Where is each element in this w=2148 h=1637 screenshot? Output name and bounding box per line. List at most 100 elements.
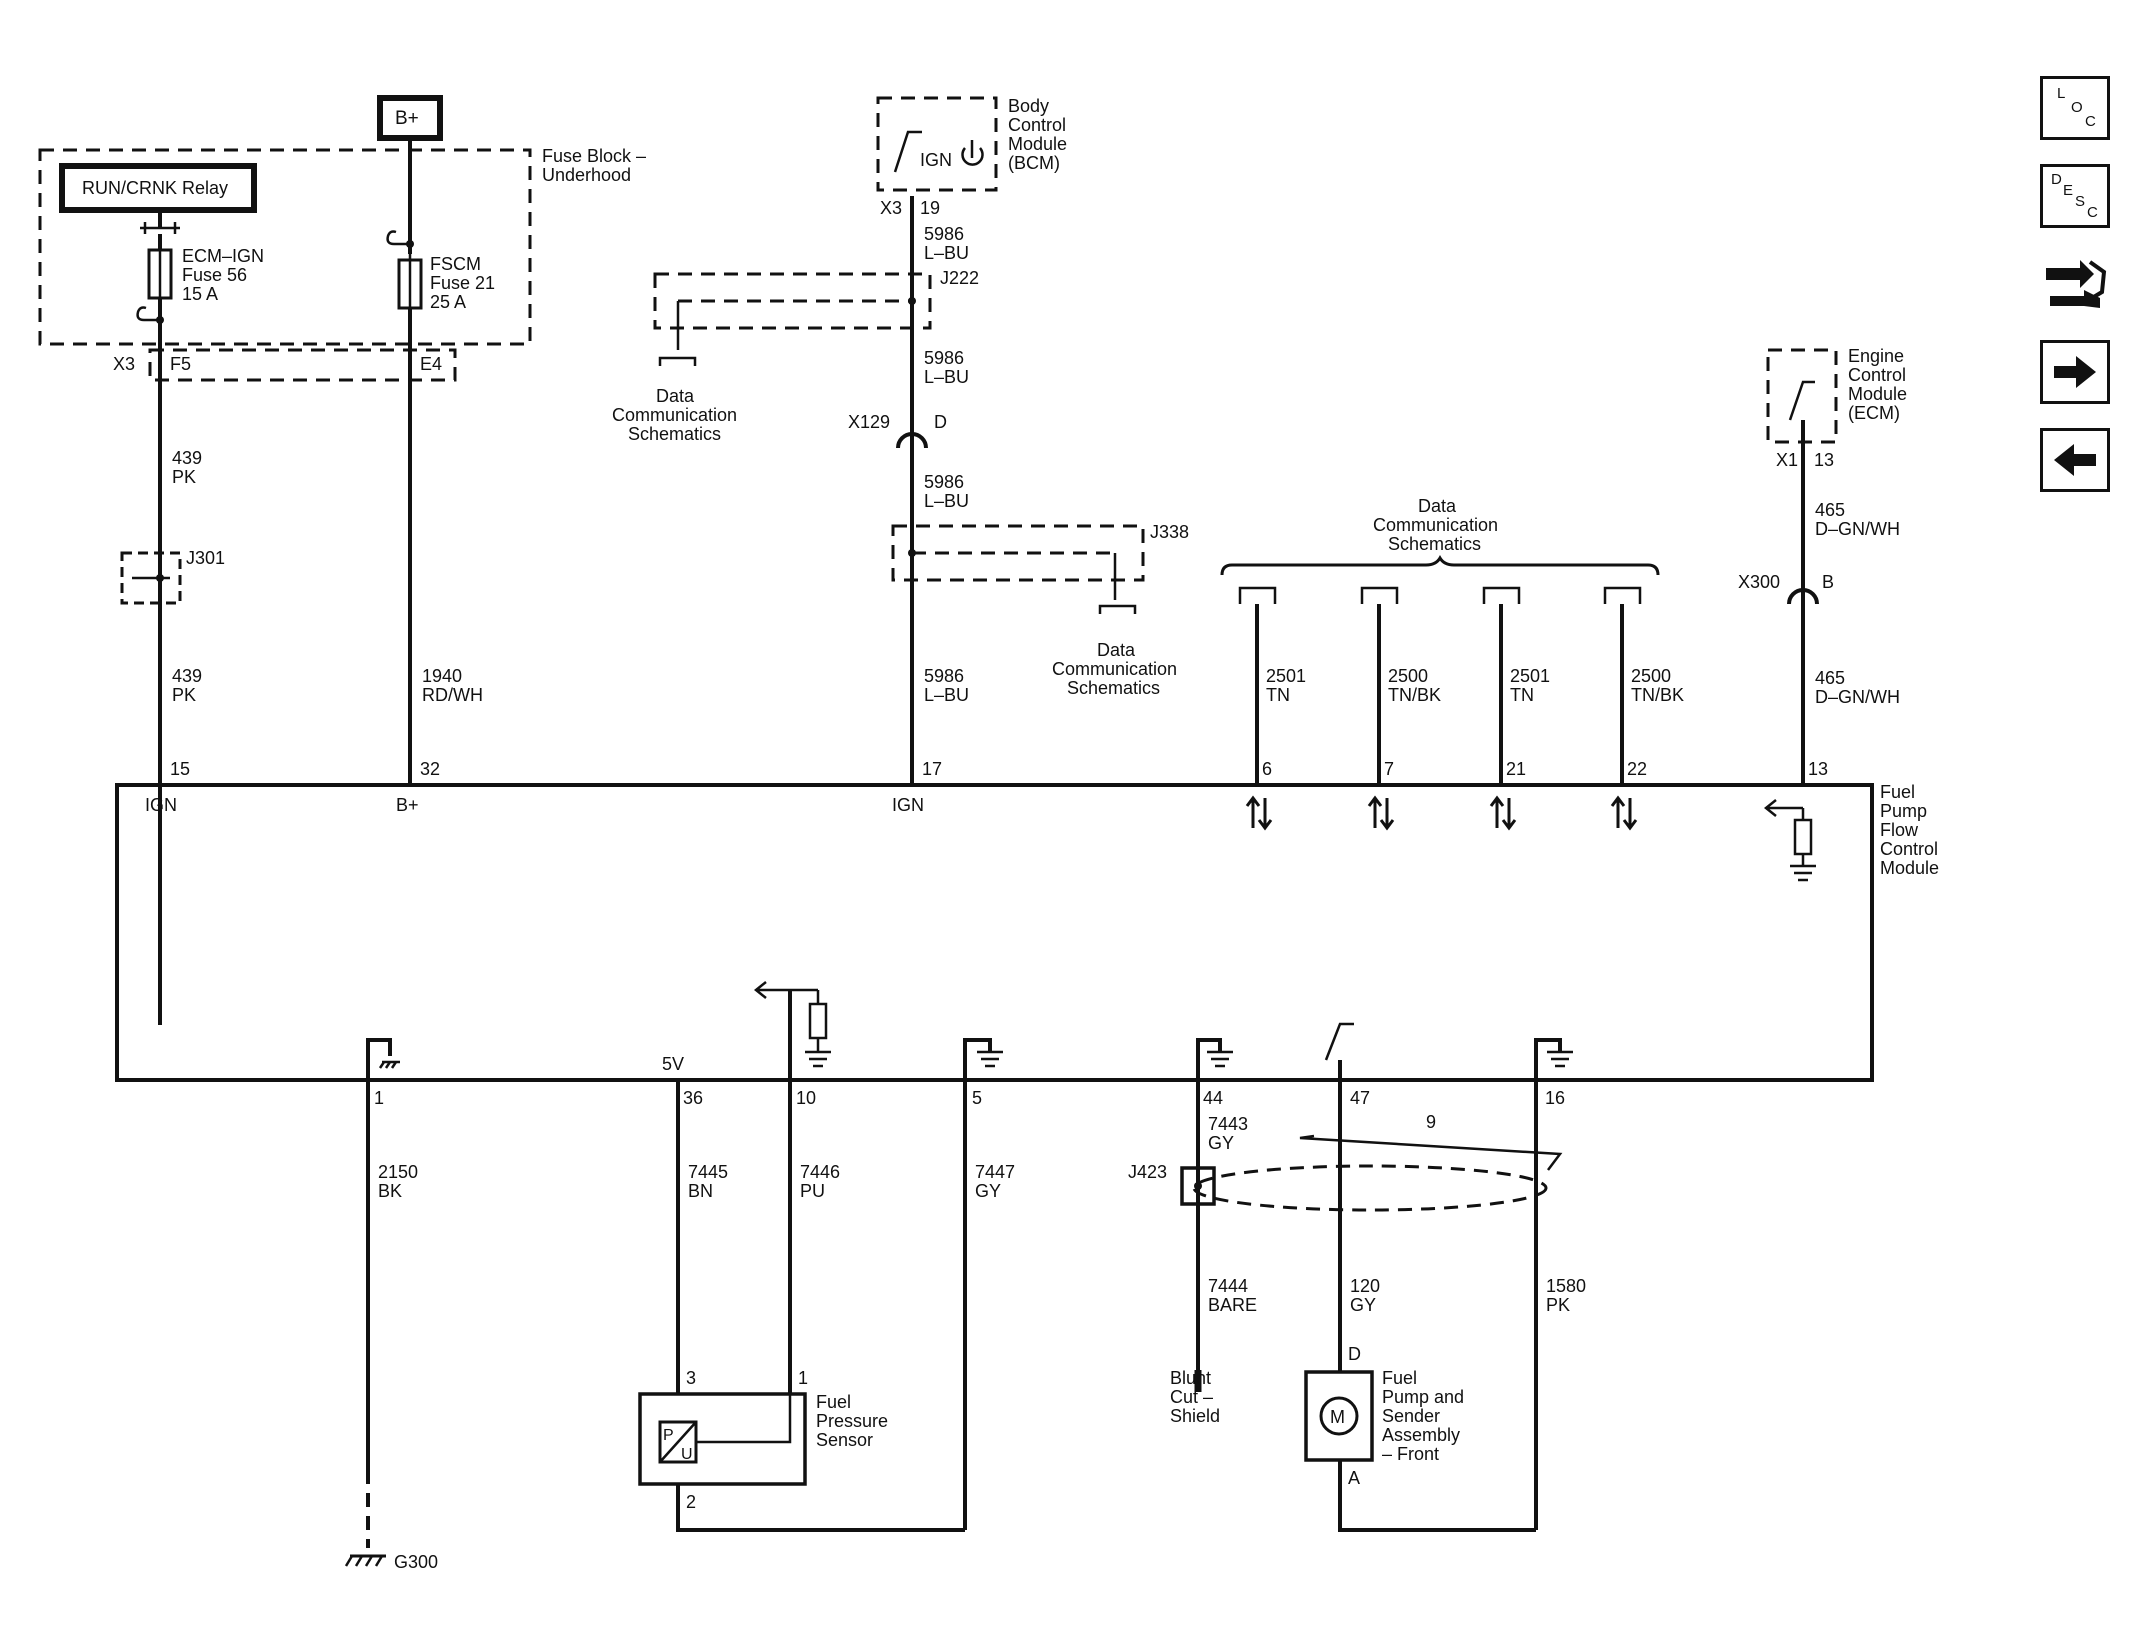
w7446-circuit: 7446 — [800, 1162, 840, 1182]
w465b-circuit: 465 — [1815, 668, 1845, 688]
bcm-outline — [876, 96, 998, 192]
sensor-label-2: Pressure — [816, 1411, 888, 1431]
data-comm-3-l2: Communication — [1373, 515, 1498, 535]
w439b-circuit: 439 — [172, 666, 202, 686]
pump-pin-a: A — [1348, 1468, 1360, 1488]
w2150-circuit: 2150 — [378, 1162, 418, 1182]
w5986a-circuit: 5986 — [924, 224, 964, 244]
ecm-pin: 13 — [1814, 450, 1834, 470]
bcm-ign: IGN — [920, 150, 952, 170]
ecm-label-1: Engine — [1848, 346, 1904, 366]
motor-icon — [1319, 1396, 1359, 1436]
w5986b-circuit: 5986 — [924, 348, 964, 368]
bcm-label-1: Body — [1008, 96, 1049, 116]
w1940-circuit: 1940 — [422, 666, 462, 686]
fuse-block-outline — [38, 148, 532, 346]
pin-f5: F5 — [170, 354, 191, 374]
w7444-color: BARE — [1208, 1295, 1257, 1315]
power-icon — [961, 140, 984, 166]
label-5v: 5V — [662, 1054, 684, 1074]
w2500a-circuit: 2500 — [1388, 666, 1428, 686]
ecm-label-2: Control — [1848, 365, 1906, 385]
pin-bottom: 44 — [1203, 1088, 1223, 1108]
ecm-connector: X1 — [1776, 450, 1798, 470]
chassis-ground-g300-icon — [344, 1554, 386, 1567]
loc-button[interactable]: L O C — [2040, 76, 2110, 140]
chassis-ground-icon — [366, 1038, 400, 1080]
sensor-pin3: 3 — [686, 1368, 696, 1388]
motor-label: M — [1330, 1407, 1345, 1427]
splice-j338: J338 — [1150, 522, 1189, 542]
pump-pin-d: D — [1348, 1344, 1361, 1364]
w7443-circuit: 7443 — [1208, 1114, 1248, 1134]
bcm-pin: 19 — [920, 198, 940, 218]
shield-label-3: Shield — [1170, 1406, 1220, 1426]
w465a-circuit: 465 — [1815, 500, 1845, 520]
shield-label-2: Cut – — [1170, 1387, 1213, 1407]
w1580-circuit: 1580 — [1546, 1276, 1586, 1296]
splice-j423: J423 — [1128, 1162, 1167, 1182]
splice-j222-outline — [653, 272, 932, 330]
battery-label: B+ — [395, 108, 419, 129]
w2501a-circuit: 2501 — [1266, 666, 1306, 686]
desc-button[interactable]: D E S C — [2040, 164, 2110, 228]
data-comm-1-l1: Data — [656, 386, 695, 406]
data-comm-1-l3: Schematics — [628, 424, 721, 444]
w7444-circuit: 7444 — [1208, 1276, 1248, 1296]
desc-d: D — [2051, 171, 2062, 188]
diagnostic-tool-button[interactable] — [2040, 252, 2110, 316]
w2501a-color: TN — [1266, 685, 1290, 705]
arrow-right-icon — [2054, 356, 2096, 388]
pin-top: 21 — [1506, 759, 1526, 779]
w7446-color: PU — [800, 1181, 825, 1201]
fuse56-name: ECM–IGN — [182, 246, 264, 266]
fuse-block-label-2: Underhood — [542, 165, 631, 185]
bcm-connector: X3 — [880, 198, 902, 218]
data-bus-drops — [1238, 586, 1642, 604]
desc-s: S — [2075, 193, 2086, 210]
splice-j301-outline — [120, 551, 182, 605]
switch-icon — [1324, 1022, 1354, 1080]
inline-x129: X129 — [848, 412, 890, 432]
ecm-label-3: Module — [1848, 384, 1907, 404]
connector-x3-outline — [148, 348, 457, 382]
pin-bottom: 5 — [972, 1088, 982, 1108]
ground-icon — [1196, 1038, 1233, 1080]
data-comm-2-l3: Schematics — [1067, 678, 1160, 698]
sensor-label-1: Fuel — [816, 1392, 851, 1412]
module-label-3: Flow — [1880, 820, 1919, 840]
w120-color: GY — [1350, 1295, 1376, 1315]
splice-j423-box — [1180, 1166, 1216, 1206]
w465a-color: D–GN/WH — [1815, 519, 1900, 539]
fuse56-amp: 15 A — [182, 284, 218, 304]
pin-e4: E4 — [420, 354, 442, 374]
twist-count: 9 — [1426, 1112, 1436, 1132]
pin-top: 17 — [922, 759, 942, 779]
previous-page-button[interactable] — [2040, 428, 2110, 492]
module-ign-2: IGN — [892, 795, 924, 815]
ecm-label-4: (ECM) — [1848, 403, 1900, 423]
next-page-button[interactable] — [2040, 340, 2110, 404]
connector-x3: X3 — [113, 354, 135, 374]
w7445-circuit: 7445 — [688, 1162, 728, 1182]
desc-c: C — [2087, 204, 2098, 221]
inline-x300: X300 — [1738, 572, 1780, 592]
module-label-1: Fuel — [1880, 782, 1915, 802]
bcm-label-4: (BCM) — [1008, 153, 1060, 173]
splice-j301: J301 — [186, 548, 225, 568]
shield-label-1: Blunt — [1170, 1368, 1211, 1388]
ground-icon — [1534, 1038, 1573, 1080]
fuel-pump-assembly — [1304, 1370, 1374, 1462]
w5986c-color: L–BU — [924, 491, 969, 511]
w5986d-circuit: 5986 — [924, 666, 964, 686]
pin-top: 7 — [1384, 759, 1394, 779]
w2500b-color: TN/BK — [1631, 685, 1684, 705]
data-comm-3-l3: Schematics — [1388, 534, 1481, 554]
w2501b-circuit: 2501 — [1510, 666, 1550, 686]
relay-label: RUN/CRNK Relay — [82, 178, 228, 198]
data-comm-1-l2: Communication — [612, 405, 737, 425]
module-bplus: B+ — [396, 795, 419, 815]
fuse21-name: FSCM — [430, 254, 481, 274]
w5986a-color: L–BU — [924, 243, 969, 263]
